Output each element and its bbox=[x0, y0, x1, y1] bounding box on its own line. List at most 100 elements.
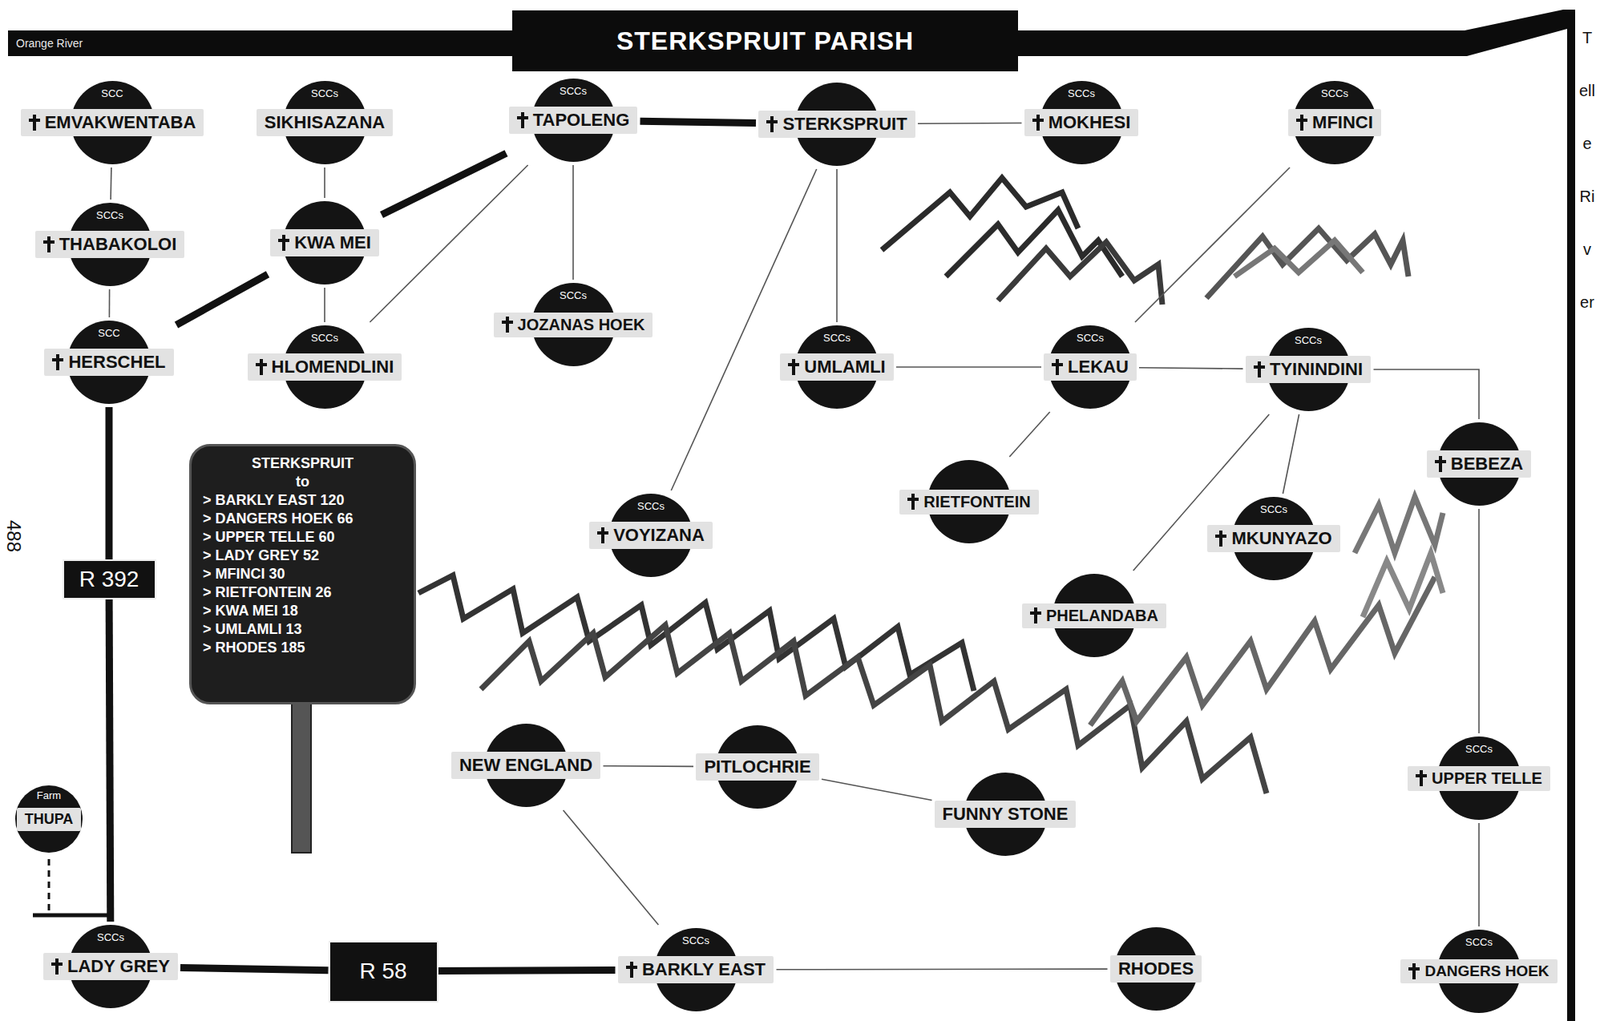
link-line bbox=[323, 287, 326, 323]
cross-symbol bbox=[1408, 963, 1420, 980]
link-line bbox=[563, 810, 659, 926]
cross-symbol bbox=[255, 359, 267, 376]
place-label: MOKHESI bbox=[1024, 109, 1140, 137]
place-name: MKUNYAZO bbox=[1231, 528, 1332, 550]
community-tag: SCCs bbox=[491, 289, 656, 302]
place-name: STERKSPRUIT bbox=[782, 113, 907, 135]
community-tag: SCCs bbox=[1022, 87, 1142, 100]
link-line bbox=[1478, 509, 1480, 734]
place-label: EMVAKWENTABA bbox=[20, 109, 205, 137]
cross-symbol bbox=[626, 961, 638, 978]
sign-heading: STERKSPRUIT to bbox=[202, 454, 403, 492]
place-name: PHELANDABA bbox=[1046, 606, 1159, 626]
community-tag: SCC bbox=[41, 327, 177, 340]
place-name: THABAKOLOI bbox=[59, 234, 178, 255]
mountain-ridge bbox=[1206, 228, 1409, 299]
place-label: BEBEZA bbox=[1426, 450, 1532, 478]
parish-node: SCCsLADY GREY bbox=[40, 921, 181, 1012]
place-label: KWA MEI bbox=[270, 229, 380, 257]
community-tag: SCCs bbox=[245, 331, 405, 344]
place-label: UPPER TELLE bbox=[1407, 766, 1551, 792]
community-tag: SCCs bbox=[1041, 331, 1140, 344]
cross-symbol bbox=[1032, 114, 1044, 131]
link-line bbox=[917, 122, 1023, 125]
place-label: SIKHISAZANA bbox=[256, 109, 393, 137]
community-tag: SCCs bbox=[586, 500, 716, 513]
parish-node: SCCsMKUNYAZO bbox=[1204, 493, 1343, 584]
place-label: VOYIZANA bbox=[589, 521, 713, 550]
cross-symbol bbox=[1434, 456, 1447, 473]
place-name: TYININDINI bbox=[1269, 359, 1363, 380]
road-line bbox=[438, 970, 616, 972]
road-number: R 392 bbox=[79, 566, 140, 593]
parish-node: SCCsHLOMENDLINI bbox=[245, 322, 405, 413]
cross-symbol bbox=[1253, 361, 1265, 378]
parish-node: SCCsSIKHISAZANA bbox=[254, 77, 396, 168]
link-line bbox=[670, 169, 817, 491]
cross-symbol bbox=[28, 114, 41, 131]
parish-node: SCCsTYININDINI bbox=[1243, 324, 1374, 415]
cross-symbol bbox=[51, 958, 63, 975]
cross-symbol bbox=[1032, 114, 1044, 131]
place-name: TAPOLENG bbox=[533, 109, 631, 131]
place-name: KWA MEI bbox=[294, 232, 372, 254]
mountain-ridge bbox=[945, 210, 1123, 277]
place-label: RIETFONTEIN bbox=[899, 489, 1039, 515]
cross-symbol bbox=[1030, 607, 1042, 624]
community-tag: SCCs bbox=[1204, 503, 1343, 516]
cross-symbol bbox=[1434, 456, 1447, 473]
community-tag: SCCs bbox=[1405, 743, 1553, 756]
place-label: THABAKOLOI bbox=[35, 230, 186, 259]
community-tag: SCCs bbox=[1397, 936, 1560, 949]
place-label: FUNNY STONE bbox=[934, 800, 1077, 829]
place-name: VOYIZANA bbox=[613, 525, 705, 546]
mountain-ridge bbox=[418, 575, 974, 691]
parish-node: FarmTHUPA bbox=[12, 782, 86, 857]
place-name: HERSCHEL bbox=[68, 351, 166, 373]
cross-symbol bbox=[255, 359, 267, 376]
place-name: UMLAMLI bbox=[804, 356, 885, 378]
link-line bbox=[1135, 167, 1290, 323]
mountain-ridge bbox=[1362, 553, 1443, 618]
link-line bbox=[572, 165, 574, 280]
mountain-ridge bbox=[1354, 496, 1443, 554]
sign-heading: STERKSPRUIT to bbox=[251, 454, 354, 492]
sign-post bbox=[291, 702, 312, 853]
cross-symbol bbox=[1296, 114, 1308, 131]
place-name: FUNNY STONE bbox=[942, 804, 1069, 825]
cross-symbol bbox=[1215, 530, 1227, 547]
community-tag: SCCs bbox=[40, 931, 181, 944]
link-line bbox=[836, 169, 838, 323]
farm-track bbox=[48, 859, 51, 914]
road-number: R 392 bbox=[62, 559, 157, 600]
parish-node: RIETFONTEIN bbox=[896, 456, 1042, 547]
parish-node: NEW ENGLAND bbox=[448, 720, 604, 811]
river-band bbox=[8, 9, 1576, 1021]
parish-node: FUNNY STONE bbox=[932, 769, 1079, 860]
place-name: NEW ENGLAND bbox=[459, 755, 593, 776]
link-line bbox=[1478, 823, 1480, 927]
road-line bbox=[105, 407, 114, 560]
parish-node: BEBEZA bbox=[1424, 419, 1535, 510]
place-name: LADY GREY bbox=[67, 956, 170, 978]
parish-node: SCCsVOYIZANA bbox=[586, 490, 716, 581]
link-line bbox=[109, 167, 112, 200]
place-name: LEKAU bbox=[1067, 356, 1129, 378]
page-number: 488 bbox=[2, 516, 25, 557]
parish-node: SCCsBARKLY EAST bbox=[615, 925, 777, 1015]
mountain-ridge bbox=[1090, 577, 1435, 726]
cross-symbol bbox=[43, 236, 55, 253]
community-tag: SCCs bbox=[1243, 334, 1374, 347]
place-label: MFINCI bbox=[1288, 109, 1382, 137]
river-name: Telle River bbox=[1579, 11, 1596, 329]
link-line bbox=[1282, 414, 1299, 494]
link-line bbox=[109, 289, 111, 318]
cross-symbol bbox=[1030, 607, 1042, 624]
cross-symbol bbox=[907, 493, 919, 510]
place-name: BEBEZA bbox=[1450, 453, 1524, 475]
community-tag: SCCs bbox=[254, 87, 396, 100]
cross-symbol bbox=[766, 116, 778, 133]
place-label: PITLOCHRIE bbox=[695, 753, 819, 781]
distance-line: > BARKLY EAST 120 bbox=[202, 491, 403, 510]
cross-symbol bbox=[52, 354, 64, 371]
